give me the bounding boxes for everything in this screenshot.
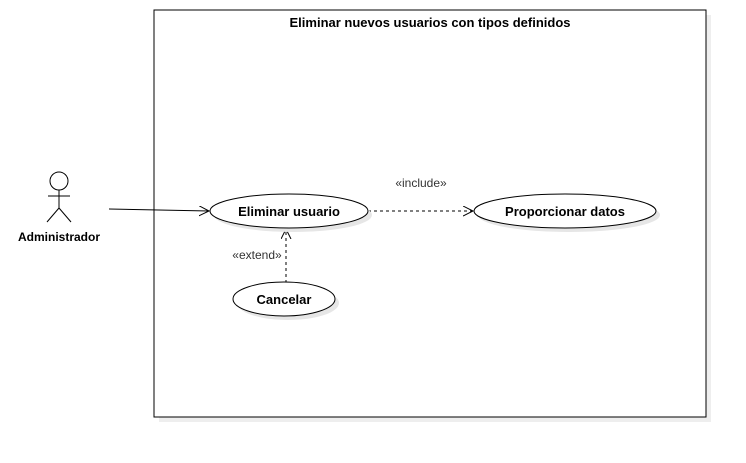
use-case-label: Proporcionar datos bbox=[505, 204, 625, 219]
stick-figure-icon bbox=[46, 171, 72, 223]
use-case-eliminar-usuario[interactable]: Eliminar usuario bbox=[209, 193, 372, 232]
include-label: «include» bbox=[395, 176, 447, 190]
actor-administrador[interactable]: Administrador bbox=[18, 171, 100, 244]
use-case-label: Eliminar usuario bbox=[238, 204, 340, 219]
use-case-label: Cancelar bbox=[257, 292, 312, 307]
extend-relation: «extend» bbox=[232, 229, 286, 283]
actor-label: Administrador bbox=[18, 230, 100, 244]
use-case-cancelar[interactable]: Cancelar bbox=[232, 281, 339, 320]
association-line bbox=[108, 209, 209, 211]
include-relation: «include» bbox=[368, 176, 473, 211]
system-title: Eliminar nuevos usuarios con tipos defin… bbox=[290, 15, 571, 30]
use-case-proporcionar-datos[interactable]: Proporcionar datos bbox=[473, 193, 660, 232]
extend-label: «extend» bbox=[232, 248, 282, 262]
